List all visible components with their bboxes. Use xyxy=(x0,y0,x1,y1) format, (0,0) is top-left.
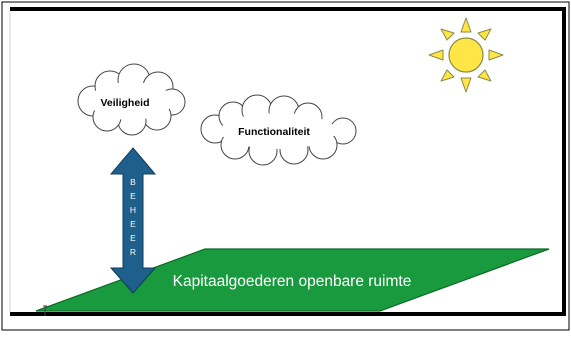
management-arrow xyxy=(109,147,157,294)
frame-bottom xyxy=(10,312,566,316)
frame-right xyxy=(562,7,566,316)
text-cursor-icon xyxy=(43,305,47,316)
cloud-functionality-label: Functionaliteit xyxy=(238,126,310,138)
sun-icon xyxy=(428,17,504,93)
arrow-letter: E xyxy=(130,191,136,201)
plane-label: Kapitaalgoederen openbare ruimte xyxy=(173,273,412,290)
arrow-letter: H xyxy=(130,205,136,215)
cloud-safety-label: Veiligheid xyxy=(100,97,149,109)
cloud-safety xyxy=(77,63,186,136)
arrow-letter: E xyxy=(130,233,136,243)
arrow-letter: E xyxy=(130,219,136,229)
arrow-letter: B xyxy=(130,177,136,187)
arrow-letters: B E H E E R xyxy=(130,177,136,257)
frame-top xyxy=(10,7,566,11)
arrow-letter: R xyxy=(130,247,136,257)
cloud-functionality xyxy=(200,94,357,166)
